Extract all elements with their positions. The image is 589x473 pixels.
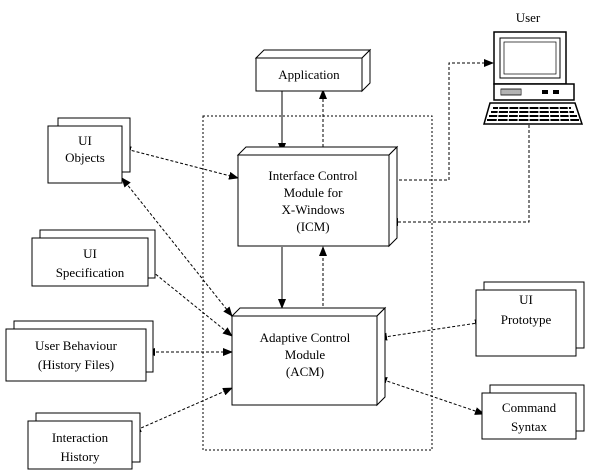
command-syntax-node: Command Syntax bbox=[481, 384, 585, 440]
system-boundary bbox=[202, 115, 433, 451]
ui-prototype-line1: UI bbox=[519, 292, 533, 307]
acm-label-line1: Adaptive Control bbox=[260, 330, 351, 345]
ui-prototype-line2: Prototype bbox=[501, 312, 552, 327]
ui-specification-line2: Specification bbox=[56, 265, 125, 280]
computer-icon bbox=[483, 31, 584, 125]
arrow-user-to-icm bbox=[388, 125, 530, 226]
icm-label-line3: X-Windows bbox=[281, 202, 344, 217]
acm-label-line3: (ACM) bbox=[286, 364, 324, 379]
command-syntax-line2: Syntax bbox=[511, 419, 548, 434]
arrow-uispec-acm bbox=[147, 267, 233, 337]
arrow-acm-syntax bbox=[377, 377, 485, 415]
ui-objects-line2: Objects bbox=[65, 150, 105, 165]
ui-specification-line1: UI bbox=[83, 246, 97, 261]
icm-label-line2: Module for bbox=[284, 185, 344, 200]
ui-objects-line1: UI bbox=[78, 133, 92, 148]
arrow-icm-to-user bbox=[389, 59, 494, 181]
ui-prototype-node: UI Prototype bbox=[475, 281, 585, 357]
application-node: Application bbox=[254, 48, 372, 93]
icm-label-line1: Interface Control bbox=[268, 168, 358, 183]
icm-node: Interface Control Module for X-Windows (… bbox=[236, 145, 399, 248]
user-behaviour-line1: User Behaviour bbox=[35, 338, 118, 353]
user-behaviour-node: User Behaviour (History Files) bbox=[5, 320, 154, 382]
application-label: Application bbox=[278, 67, 340, 82]
arrow-uiobjects-icm bbox=[121, 146, 239, 180]
ui-specification-node: UI Specification bbox=[31, 229, 156, 287]
interaction-history-node: Interaction History bbox=[27, 412, 141, 470]
acm-node: Adaptive Control Module (ACM) bbox=[230, 306, 387, 407]
acm-label-line2: Module bbox=[285, 347, 326, 362]
icm-label-line4: (ICM) bbox=[296, 219, 329, 234]
interaction-history-line2: History bbox=[61, 449, 101, 464]
arrow-uiobjects-acm bbox=[121, 177, 233, 317]
ui-objects-node: UI Objects bbox=[47, 117, 131, 184]
arrow-acm-prototype bbox=[377, 319, 485, 341]
command-syntax-line1: Command bbox=[502, 400, 557, 415]
user-behaviour-line2: (History Files) bbox=[38, 357, 114, 372]
interaction-history-line1: Interaction bbox=[52, 430, 109, 445]
user-label: User bbox=[516, 10, 541, 25]
arrow-history-acm bbox=[131, 387, 233, 433]
